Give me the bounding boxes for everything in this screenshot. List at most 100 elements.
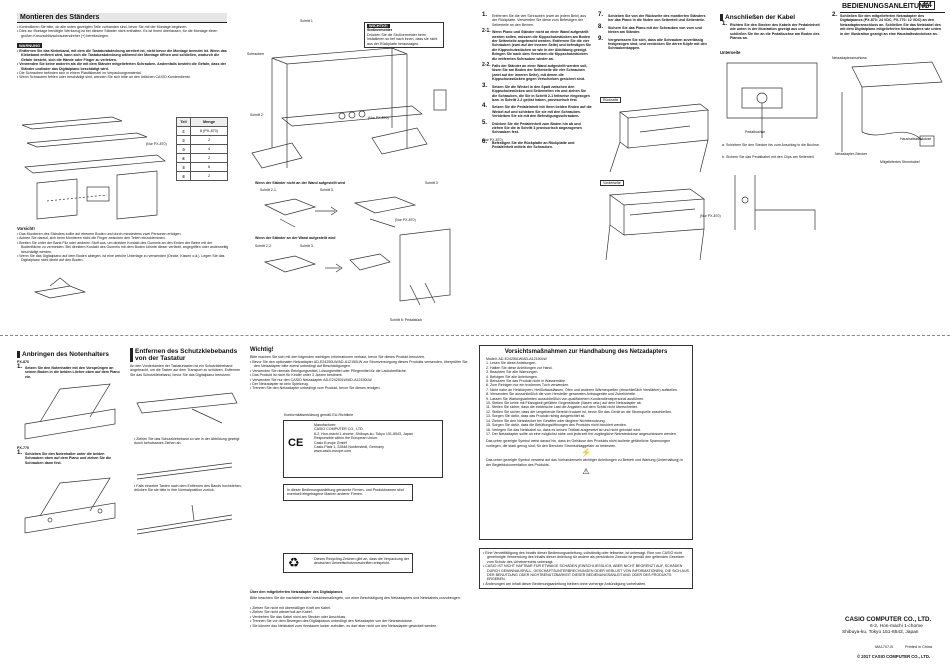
stand-intro-item: Dies zur Montage benötigte Werkzeug ist … [17,29,229,38]
step-item: 1. Entfernen Sie die vier Schrauben (zwe… [482,12,592,27]
ce-mark-icon: CE [288,437,304,449]
eu-responsible-label: Responsible within the European Union: [314,436,378,441]
list-item: 1. Lesen Sie diese Anleitungen. [486,361,537,366]
step-number: 1. [482,12,488,18]
wall-near-label: Wenn der Ständer an der Wand aufgestellt… [255,236,336,240]
precautions-heading: Vorsichtsmaßnahmen zur Handhabung des Ne… [504,349,668,355]
disclaimer-box: Eine Vervielfältigung des Inhalts dieser… [479,548,693,590]
step-item: 2-1. Wenn Piano und Ständer nicht an ein… [482,28,592,61]
label-step1-screws: Schrauben [247,52,264,56]
footer-printed: Printed in China [905,645,933,649]
stand-intro-list: Kontrollieren Sie bitte, ob alle unten g… [17,25,229,38]
cable-note-b-text: Sichern Sie das Pedalkabel mit den Clips… [726,155,815,159]
step-text: Entfernen Sie die vier Schrauben (zwei a… [492,14,587,27]
important-intro: Bitte machen Sie sich mit den folgenden … [250,355,425,359]
parts-col-header: Menge [190,117,228,127]
recycle-icon: ♻ [288,555,300,570]
list-item: 6. Zum Reinigen nur ein trockenes Tuch v… [486,383,570,388]
parts-qty: 2 [190,135,228,145]
label-px870-a: (Nur PX-870) [368,116,389,120]
label-step3-near: Schritt 3. [300,244,314,248]
warning-label: WARNUNG [17,43,43,48]
step-text: Setzen Sie die Pedaleinheit mit ihren be… [492,105,592,119]
list-item: 9. Lassen Sie Wartungsarbeiten ausschlie… [486,396,645,401]
pedal-unit-diagram [399,228,451,306]
list-item: 7. Nicht nahe an Heizkörpern, Heißluftau… [486,387,678,392]
list-item: 10. Stellen Sie keine mit Flüssigkeit ge… [486,401,642,406]
adapter-intro: Bitte beachten Sie die nachstehenden Vor… [250,596,461,600]
important-item: Verwenden Sie nur den CASIO Netzadapter … [250,378,470,382]
caution-list: Das Montieren des Ständers sollte auf eb… [17,232,229,263]
important-item: Das Produkt ist nicht für Kinder unter 3… [250,373,470,377]
label-px870-b: (Nur PX-870) [395,218,416,222]
footer-address-1: 6-2, Hon-machi 1-chome [870,624,923,629]
parts-qty: 4 [190,144,228,154]
step-item: 2-2. Falls der Ständer an einer Wand auf… [482,62,592,82]
disclaimer-item: Eine Vervielfältigung des Inhalts dieser… [483,551,689,564]
adapter-item: Ziehen Sie nicht wiederholt am Kabel. [250,610,470,614]
list-item: 17. Der Netzadapter sollte an eine mögli… [486,431,677,436]
list-item: 15. Sorgen Sie dafür, dass die Belüftung… [486,423,627,428]
list-item: 4. Befolgen Sie alle Anleitungen. [486,374,538,379]
important-heading: Wichtig! [250,347,274,353]
label-back: Rückseite [600,97,622,103]
step-item: 8. Sichern Sie das Piano mit der Schraub… [598,24,708,35]
important-item: Trennen Sie den Netzadapter unbedingt vo… [250,386,470,390]
parts-qty: 6 [190,162,228,172]
stand-heading: Montieren des Ständers [17,13,227,23]
list-item: 13. Sorgen Sie dafür, dass das Produkt r… [486,414,586,419]
disclaimer-item: Änderungen am Inhalt dieser Bedienungsan… [483,582,689,586]
recycling-box: Dieses Recycling-Zeichen gibt an, dass d… [283,553,413,573]
manufacturer-name: CASIO COMPUTER CO., LTD. [314,427,364,432]
power-connection-diagram [841,61,943,152]
important-item: Bevor Sie den optionalen Netzadapter AD-… [250,360,470,369]
wall-away-label: Wenn der Ständer nicht an der Wand aufge… [255,181,346,185]
wall-near-diagram [263,253,391,273]
tape-note-2-text: Falls einzelne Tasten nach dem Entfernen… [134,484,242,493]
parts-col-header: Teil [176,117,191,127]
adapter-heading: Über den mitgelieferten Netzadapter des … [250,590,343,594]
stopper-detail-icon [433,89,447,111]
important-note-sub: Stoßvermeider [367,28,393,33]
label-front: Vorderseite [600,180,624,186]
label-socket: Haushaltssteckdose [900,137,932,141]
step-item: 6. Befestigen Sie die Rückplatte an Rück… [482,139,592,150]
header-rule [840,12,945,13]
cable-step-2: 2. Schließen Sie den mitgelieferten Netz… [832,12,942,36]
adapter-item: Verdrehen Sie das Kabel nicht am Stecker… [250,615,470,619]
precautions-list: 1. Lesen Sie diese Anleitungen. 2. Halte… [486,361,686,436]
cable-note-b: b. Sichern Sie das Pedalkabel mit den Cl… [722,155,815,159]
step-number: 2-1. [482,28,491,35]
precautions-box: Vorsichtsmaßnahmen zur Handhabung des Ne… [479,345,693,540]
lightning-warning-icon: ⚡ [581,448,591,458]
model-770: PX-770 [17,446,29,450]
step-number: 4. [482,103,488,110]
tape-note-2: • Falls einzelne Tasten nach dem Entfern… [134,484,242,493]
step-item: 3. Setzen Sie die Winkel in den Spalt zw… [482,83,592,103]
adapter-item: Ziehen Sie nicht mit übermäßiger Kraft a… [250,606,470,610]
cable-note-a-text: Schieben Sie den Stecker bis zum Anschla… [726,143,820,147]
step-number: 7. [598,12,604,18]
eu-website: www.casio-europe.com [314,449,352,454]
symbol-text-1: Das unten gezeigte Symbol weist darauf h… [486,439,670,448]
music-rest-step-870-text: Setzen Sie den Notenhalter mit den Vorsp… [25,366,120,379]
label-step1: Schritt 1 [300,19,313,23]
important-note-text: Drücken Sie die Stoßvermeider beim Insta… [367,32,438,46]
model-870: PX-870 [17,360,29,364]
footer-code: MA1707-B [875,645,893,649]
cable-step-1-text: Richten Sie den Stecker des Kabels der P… [730,23,820,41]
cable-note-a: a. Schieben Sie den Stecker bis zum Ansc… [722,143,820,147]
caution-item: Breiten Sie unter der Bank Filz oder and… [17,241,229,254]
manufacturer-address: 6-2, Hon-machi 1-chome, Shibuya-ku, Toky… [314,431,413,436]
warning-item: Die Schrauben befinden sich in einem Pla… [17,71,229,75]
list-item: 3. Beachten Sie alle Warnungen. [486,370,539,375]
list-item: 16. Verlegen Sie das Netzkabel so, dass … [486,427,641,432]
footer-company: CASIO COMPUTER CO., LTD. [845,616,932,623]
music-rest-step-870: 1. Setzen Sie den Notenhalter mit den Vo… [17,364,120,379]
precautions-model: Modell: AD-E24250LW/AD-A12150LW [486,357,547,361]
